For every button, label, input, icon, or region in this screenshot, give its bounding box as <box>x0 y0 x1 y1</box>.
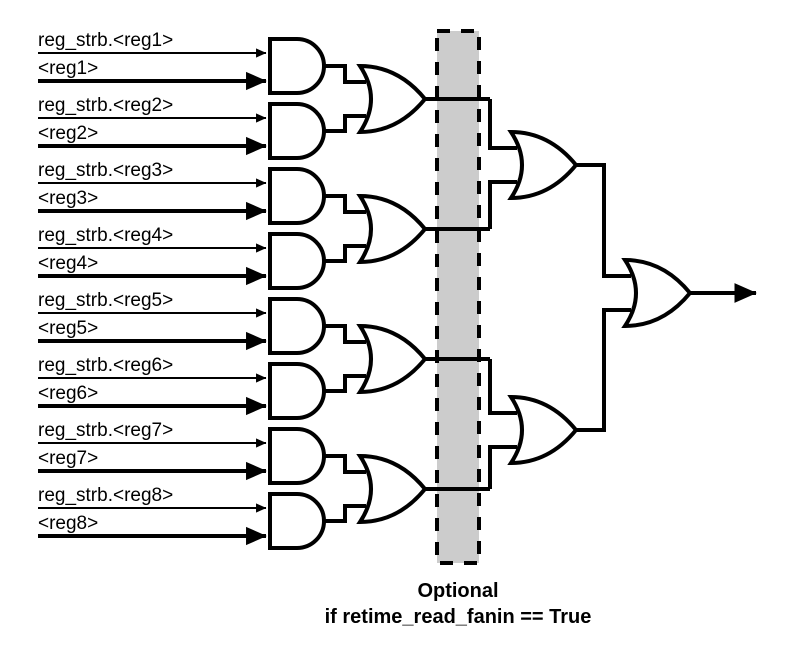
connector-and6-to-or3 <box>323 374 366 393</box>
input-label-data-reg4: <reg4> <box>38 253 98 274</box>
input-label-data-reg5: <reg5> <box>38 318 98 339</box>
optional-caption-line1: Optional <box>417 580 498 602</box>
or-gate-final <box>621 257 693 329</box>
or-gate-level1-4 <box>356 453 428 525</box>
input-group-reg7: reg_strb.<reg7> <reg7> <box>38 420 267 481</box>
and-gate-5 <box>268 297 326 355</box>
connector-or5-to-final <box>576 163 631 278</box>
input-label-data-reg2: <reg2> <box>38 123 98 144</box>
connector-and3-to-or2 <box>323 194 366 214</box>
or-gate-level2-lower <box>507 394 579 466</box>
connector-and4-to-or2 <box>323 244 366 263</box>
or-gate-level1-1 <box>356 63 428 135</box>
and-gate-1 <box>268 37 326 95</box>
or-gate-level2-upper <box>507 129 579 201</box>
and-gate-6 <box>268 362 326 420</box>
input-label-strobe-reg8: reg_strb.<reg8> <box>38 485 173 506</box>
input-label-data-reg6: <reg6> <box>38 383 98 404</box>
connector-and2-to-or1 <box>323 114 366 133</box>
connector-and1-to-or1 <box>323 64 366 84</box>
connector-or4-to-or6 <box>488 445 517 489</box>
and-gate-4 <box>268 232 326 290</box>
input-group-reg1: reg_strb.<reg1> <reg1> <box>38 30 267 91</box>
input-label-strobe-reg7: reg_strb.<reg7> <box>38 420 173 441</box>
input-group-reg4: reg_strb.<reg4> <reg4> <box>38 225 267 286</box>
input-label-strobe-reg3: reg_strb.<reg3> <box>38 160 173 181</box>
input-group-reg2: reg_strb.<reg2> <reg2> <box>38 95 267 156</box>
input-group-reg6: reg_strb.<reg6> <reg6> <box>38 355 267 416</box>
input-label-data-reg1: <reg1> <box>38 58 98 79</box>
connector-and7-to-or4 <box>323 454 366 474</box>
and-gate-7 <box>268 427 326 485</box>
and-gate-8 <box>268 492 326 550</box>
input-label-strobe-reg6: reg_strb.<reg6> <box>38 355 173 376</box>
connector-and8-to-or4 <box>323 504 366 523</box>
input-group-reg3: reg_strb.<reg3> <reg3> <box>38 160 267 221</box>
input-label-data-reg7: <reg7> <box>38 448 98 469</box>
input-label-data-reg8: <reg8> <box>38 513 98 534</box>
or-gate-level1-2 <box>356 193 428 265</box>
and-gate-2 <box>268 102 326 160</box>
input-label-strobe-reg1: reg_strb.<reg1> <box>38 30 173 51</box>
and-gate-3 <box>268 167 326 225</box>
input-group-reg5: reg_strb.<reg5> <reg5> <box>38 290 267 351</box>
connector-or1-to-or5 <box>488 99 517 150</box>
connector-and5-to-or3 <box>323 324 366 344</box>
optional-caption-line2: if retime_read_fanin == True <box>325 606 592 628</box>
connector-or6-to-final <box>576 308 631 432</box>
or-gate-level1-3 <box>356 323 428 395</box>
input-label-strobe-reg4: reg_strb.<reg4> <box>38 225 173 246</box>
connector-or3-to-or6 <box>488 359 517 415</box>
input-label-strobe-reg5: reg_strb.<reg5> <box>38 290 173 311</box>
optional-retime-region <box>435 29 481 565</box>
input-group-reg8: reg_strb.<reg8> <reg8> <box>38 485 267 546</box>
input-label-data-reg3: <reg3> <box>38 188 98 209</box>
input-label-strobe-reg2: reg_strb.<reg2> <box>38 95 173 116</box>
connector-or2-to-or5 <box>488 180 517 229</box>
